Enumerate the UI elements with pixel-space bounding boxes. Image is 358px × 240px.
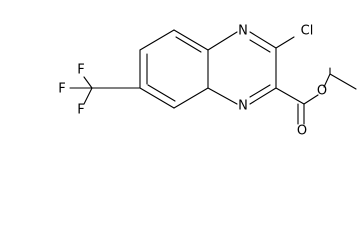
double-bond-inner-bottom — [147, 84, 176, 102]
bond-c2-cl — [275, 36, 295, 49]
atom-label-cl: Cl — [301, 24, 314, 39]
double-bond-c3-n4 — [249, 84, 271, 98]
molecule-structure-diagram: N N Cl O O F F F — [58, 24, 357, 139]
bond-c5-c6 — [139, 87, 175, 109]
atom-label-n1: N — [238, 24, 248, 39]
bond-c-f-up — [83, 76, 93, 89]
bond-c3-n4 — [249, 87, 277, 105]
atom-label-f-down: F — [77, 103, 84, 118]
bond-carbonyl-o-ester — [303, 94, 319, 105]
pyrazine-ring — [207, 31, 277, 105]
benzene-ring — [139, 29, 209, 109]
double-bond-n1-c2 — [249, 39, 271, 53]
bond-c8a-c4a — [173, 29, 209, 51]
bond-n1-c2 — [249, 31, 277, 49]
atom-label-n4: N — [238, 99, 248, 114]
atom-label-f-up: F — [77, 63, 84, 78]
ethyl-ester-group — [275, 67, 357, 125]
atom-label-o-ester: O — [317, 84, 327, 99]
bond-c4a-c5 — [173, 87, 209, 109]
bond-c7-c8 — [139, 29, 175, 51]
trifluoromethyl-group — [69, 76, 141, 105]
molecule-structure-svg: N N Cl O O F F F — [58, 24, 357, 139]
bond-c8a-n1 — [207, 31, 238, 51]
atom-label-o-carbonyl: O — [297, 124, 307, 139]
bond-n4-c4a — [207, 87, 238, 105]
bond-c3-carbonyl — [275, 87, 305, 105]
bond-c-f-down — [83, 87, 93, 105]
bond-o-ch2 — [323, 73, 331, 88]
double-bond-inner-top — [175, 36, 202, 53]
bond-ch2-ch3 — [329, 73, 357, 90]
atom-label-f-left: F — [58, 82, 65, 97]
